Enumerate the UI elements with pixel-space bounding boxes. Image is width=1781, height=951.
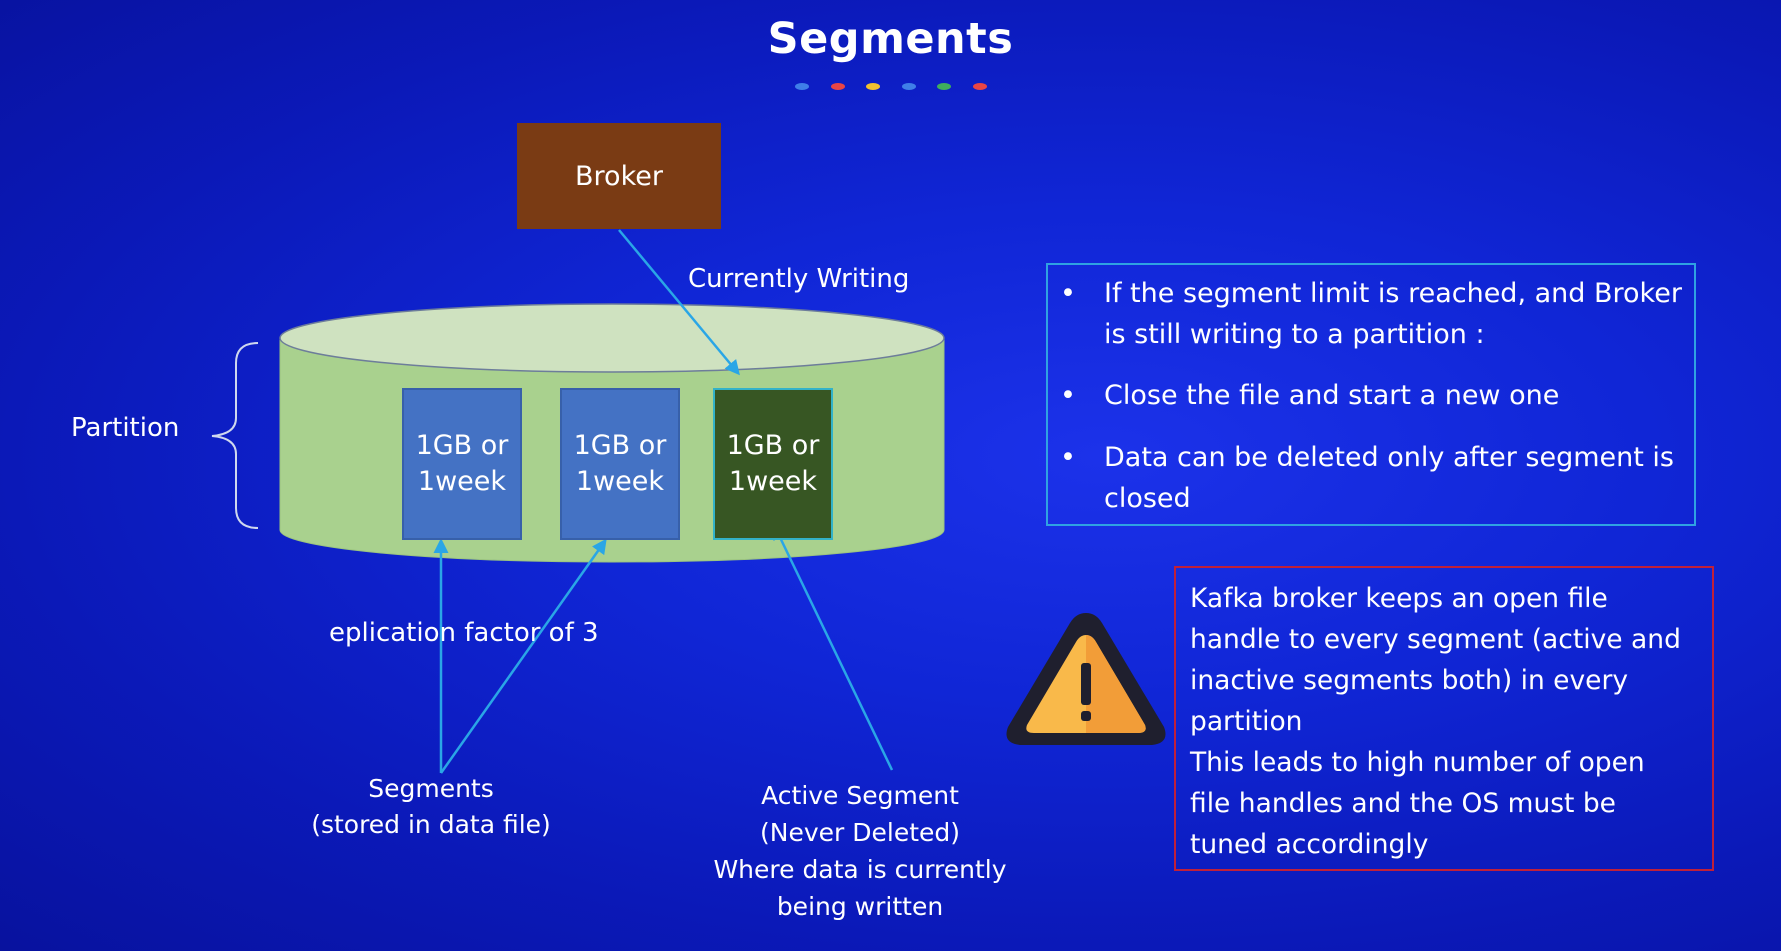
active-caption-to-active-segment-arrow — [773, 524, 894, 771]
active-caption-line: Active Segment — [761, 781, 959, 810]
title-accent-dots — [795, 83, 995, 93]
broker-label: Broker — [575, 160, 663, 192]
warning-line: Kafka broker keeps an open file — [1190, 583, 1608, 614]
segment-size-label: 1GB or 1week — [415, 429, 509, 497]
warning-line: partition — [1190, 706, 1303, 737]
active-segment-caption: Active Segment (Never Deleted) Where dat… — [700, 777, 1020, 925]
partition-brace — [211, 342, 259, 529]
segment-rules-box: • If the segment limit is reached, and B… — [1046, 263, 1696, 526]
active-caption-line: being written — [776, 892, 944, 921]
accent-dot — [937, 83, 951, 90]
warning-line: file handles and the OS must be — [1190, 788, 1616, 819]
broker-to-active-segment-arrow — [618, 229, 740, 376]
bullet-icon: • — [1060, 278, 1076, 309]
bullet-icon: • — [1060, 380, 1076, 411]
replication-factor-label: eplication factor of 3 — [329, 618, 599, 648]
info-bullet-text: Close the file and start a new one — [1104, 380, 1560, 411]
partition-label: Partition — [71, 413, 180, 443]
info-bullet-text: Data can be deleted only after segment i… — [1104, 442, 1674, 514]
active-caption-line: (Never Deleted) — [760, 818, 960, 847]
active-caption-line: Where data is currently — [713, 855, 1007, 884]
info-bullet-item: • If the segment limit is reached, and B… — [1060, 273, 1689, 355]
accent-dot — [866, 83, 880, 90]
warning-line: inactive segments both) in every — [1190, 665, 1629, 696]
open-file-handles-warning-box: Kafka broker keeps an open file handle t… — [1174, 566, 1714, 871]
broker-box: Broker — [517, 123, 721, 229]
currently-writing-label: Currently Writing — [688, 264, 910, 294]
segment-size-label: 1GB or 1week — [573, 429, 667, 497]
warning-text: Kafka broker keeps an open file handle t… — [1190, 578, 1710, 865]
active-segment-box: 1GB or 1week — [713, 388, 833, 540]
warning-triangle-icon — [1006, 613, 1166, 745]
warning-line: This leads to high number of open — [1190, 747, 1645, 778]
warning-line: handle to every segment (active and — [1190, 624, 1681, 655]
accent-dot — [901, 83, 916, 90]
slide-title: Segments — [767, 14, 1014, 64]
info-bullet-item: • Close the file and start a new one — [1060, 375, 1689, 416]
info-bullet-text: If the segment limit is reached, and Bro… — [1104, 278, 1682, 350]
accent-dot — [795, 83, 809, 90]
segments-caption: Segments (stored in data file) — [281, 771, 581, 843]
segment-size-label: 1GB or 1week — [726, 429, 820, 497]
warning-line: tuned accordingly — [1190, 829, 1429, 860]
segments-to-second-segment-arrow — [439, 538, 607, 774]
accent-dot — [972, 83, 987, 90]
segment-box-2: 1GB or 1week — [560, 388, 680, 540]
segments-caption-line: (stored in data file) — [311, 810, 551, 839]
accent-dot — [830, 83, 845, 90]
segment-box-1: 1GB or 1week — [402, 388, 522, 540]
segments-caption-line: Segments — [368, 774, 494, 803]
info-bullet-item: • Data can be deleted only after segment… — [1060, 437, 1689, 519]
bullet-icon: • — [1060, 442, 1076, 473]
